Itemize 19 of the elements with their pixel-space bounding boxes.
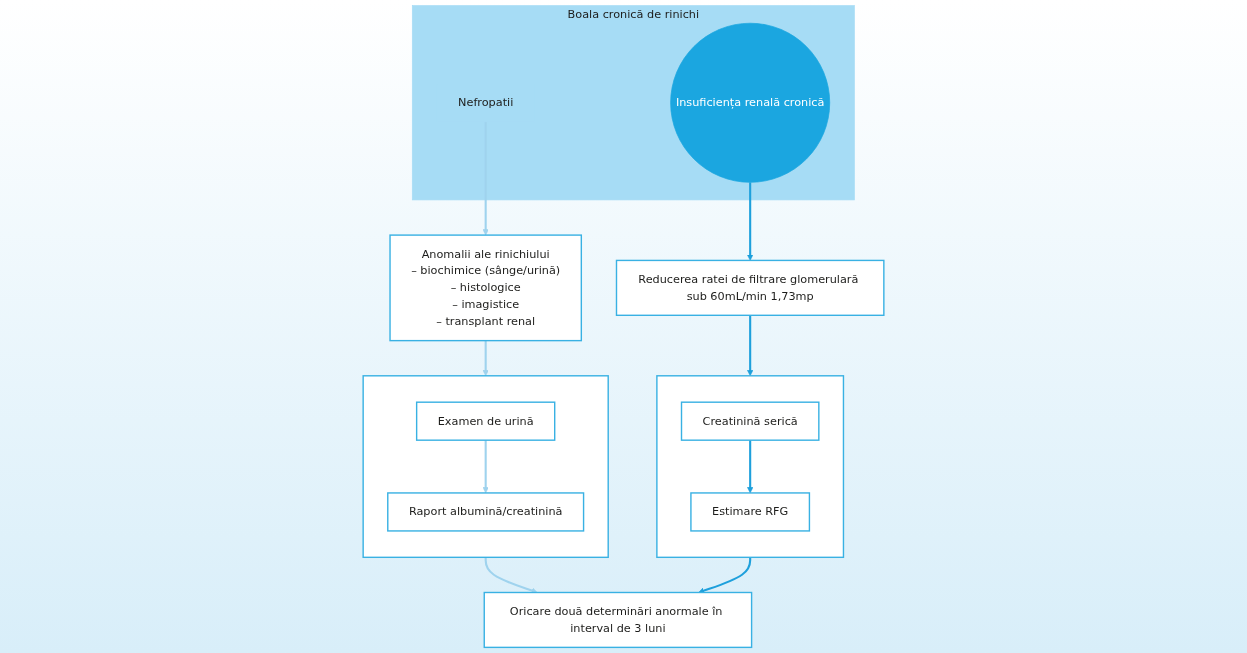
arrow (698, 557, 752, 594)
node-box: Anomalii ale rinichiului – biochimice (sânge/urină) – histologice – imagistice – transplant renal (389, 234, 583, 342)
node-circle: Insuficiența renală cronică (670, 22, 831, 183)
node-box: Creatinină serică (680, 401, 820, 441)
arrow (747, 315, 754, 377)
arrow (747, 182, 754, 261)
arrow (747, 440, 754, 494)
node-box: Estimare RFG (690, 492, 811, 532)
node-box: Raport albumină/creatinină (387, 492, 585, 532)
node-box: Oricare două determinări anormale în interval de 3 luni (483, 591, 753, 649)
node-box: Reducerea ratei de filtrare glomerulară sub 60mL/min 1,73mp (615, 259, 885, 316)
cluster (362, 375, 609, 559)
arrow (482, 440, 489, 494)
arrow (482, 121, 489, 236)
node-box: Examen de urină (415, 401, 556, 441)
arrow (482, 340, 489, 377)
cluster (656, 375, 845, 559)
arrow (484, 557, 538, 594)
node-text: Nefropatii (458, 95, 514, 110)
